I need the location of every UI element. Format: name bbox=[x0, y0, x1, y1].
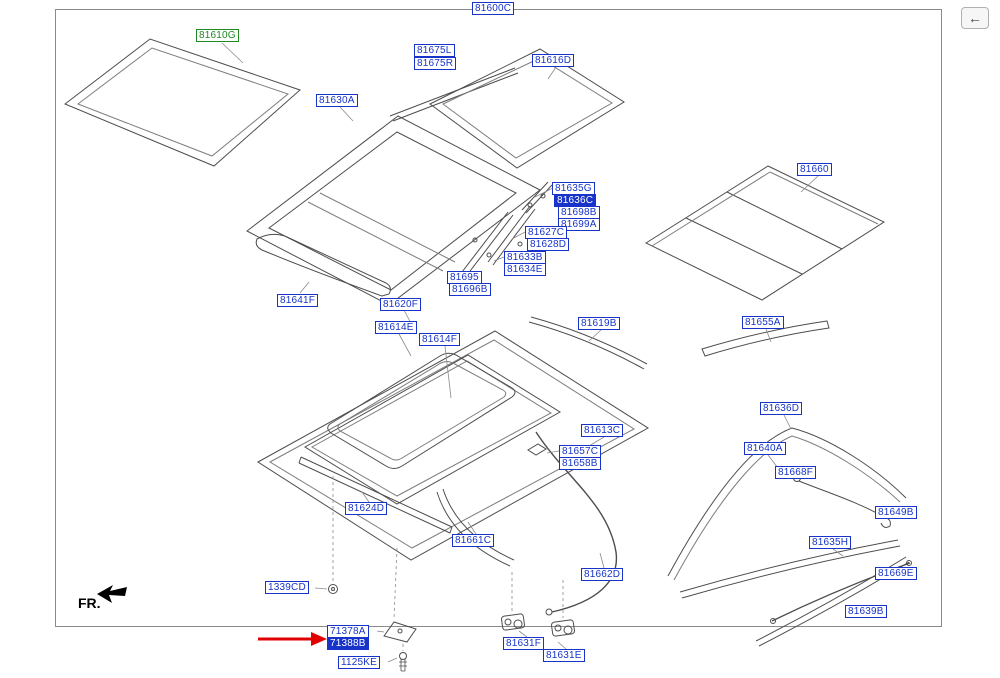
part-label-81610g[interactable]: 81610G bbox=[196, 29, 239, 42]
part-label-81628d[interactable]: 81628D bbox=[527, 238, 570, 251]
part-label-81631f[interactable]: 81631F bbox=[503, 637, 545, 650]
main-module-81620f bbox=[257, 330, 649, 561]
part-label-81634e[interactable]: 81634E bbox=[504, 263, 546, 276]
diagram-line-art bbox=[64, 38, 912, 672]
screw-1125ke bbox=[399, 652, 407, 672]
roller-blind-81660 bbox=[644, 165, 886, 301]
part-label-81675l[interactable]: 81675L bbox=[414, 44, 455, 57]
highlight-arrow bbox=[258, 632, 327, 646]
part-label-81614f[interactable]: 81614F bbox=[419, 333, 461, 346]
motor-81631e bbox=[551, 619, 575, 637]
part-label-81635h[interactable]: 81635H bbox=[809, 536, 852, 549]
part-label-81614e[interactable]: 81614E bbox=[375, 321, 417, 334]
part-label-81660[interactable]: 81660 bbox=[797, 163, 832, 176]
part-label-81675r[interactable]: 81675R bbox=[414, 57, 457, 70]
part-label-81641f[interactable]: 81641F bbox=[277, 294, 319, 307]
back-button[interactable]: ← bbox=[961, 7, 989, 29]
frame-81636d bbox=[667, 427, 907, 581]
seal-81614e bbox=[327, 352, 516, 469]
part-label-81649b[interactable]: 81649B bbox=[875, 506, 917, 519]
part-label-81620f[interactable]: 81620F bbox=[380, 298, 422, 311]
part-label-81624d[interactable]: 81624D bbox=[345, 502, 388, 515]
part-label-81636d[interactable]: 81636D bbox=[760, 402, 803, 415]
deflector-81641f bbox=[255, 233, 391, 297]
part-label-81630a[interactable]: 81630A bbox=[316, 94, 358, 107]
part-label-81600c[interactable]: 81600C bbox=[472, 2, 515, 15]
part-label-81613c[interactable]: 81613C bbox=[581, 424, 624, 437]
motor-81631f bbox=[501, 613, 525, 631]
strip-81655a bbox=[701, 320, 830, 357]
part-label-81640a[interactable]: 81640A bbox=[744, 442, 786, 455]
part-label-81669e[interactable]: 81669E bbox=[875, 567, 917, 580]
part-label-81639b[interactable]: 81639B bbox=[845, 605, 887, 618]
bracket-81657c bbox=[527, 443, 547, 456]
guide-rail-cluster bbox=[461, 181, 553, 276]
fr-indicator-label: FR. bbox=[78, 595, 101, 611]
part-label-1339cd[interactable]: 1339CD bbox=[265, 581, 309, 594]
glass-panel-81610g bbox=[64, 38, 301, 167]
part-label-81699a[interactable]: 81699A bbox=[558, 218, 600, 231]
part-label-81616d[interactable]: 81616D bbox=[532, 54, 575, 67]
rail-81635h bbox=[679, 539, 901, 599]
strip-81675 bbox=[389, 67, 519, 122]
part-label-81661c[interactable]: 81661C bbox=[452, 534, 495, 547]
part-label-81668f[interactable]: 81668F bbox=[775, 466, 817, 479]
grommet-1339cd bbox=[328, 584, 338, 594]
fr-direction-arrow-icon bbox=[97, 585, 127, 603]
part-label-71388b[interactable]: 71388B bbox=[327, 637, 369, 650]
glass-panel-81616d bbox=[429, 48, 625, 169]
part-label-81658b[interactable]: 81658B bbox=[559, 457, 601, 470]
strip-81619b bbox=[528, 316, 648, 370]
part-label-81631e[interactable]: 81631E bbox=[543, 649, 585, 662]
part-label-1125ke[interactable]: 1125KE bbox=[338, 656, 381, 669]
part-label-81619b[interactable]: 81619B bbox=[578, 317, 620, 330]
rail-81624d bbox=[298, 456, 453, 534]
part-label-81655a[interactable]: 81655A bbox=[742, 316, 784, 329]
part-label-81696b[interactable]: 81696B bbox=[449, 283, 491, 296]
bracket-71378a bbox=[383, 621, 417, 643]
part-label-81662d[interactable]: 81662D bbox=[581, 568, 624, 581]
